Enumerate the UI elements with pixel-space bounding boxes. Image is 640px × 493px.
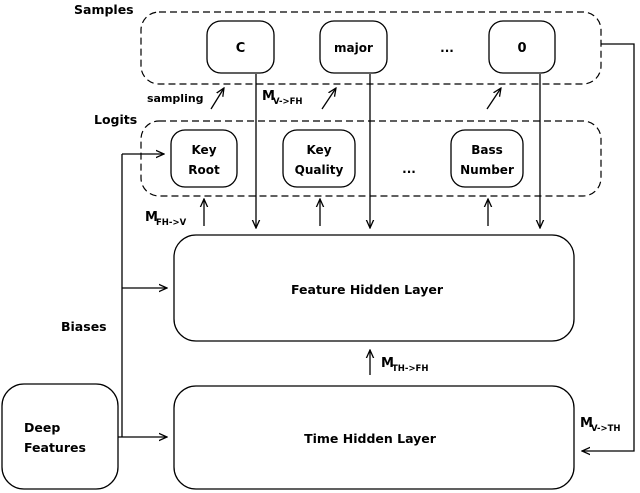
logits-ellipsis: ... xyxy=(402,162,416,176)
svg-text:M: M xyxy=(262,89,275,104)
sample-key-root: C xyxy=(206,20,275,74)
sample-bass-number: 0 xyxy=(488,20,556,74)
samples-group-label: Samples xyxy=(74,2,134,17)
feature-hidden-layer: Feature Hidden Layer xyxy=(173,234,575,342)
sample-key-quality-value: major xyxy=(334,41,373,55)
svg-text:TH->FH: TH->FH xyxy=(392,364,428,374)
sample-key-quality: major xyxy=(319,20,388,74)
svg-text:V->TH: V->TH xyxy=(591,424,621,434)
deep-features-line2: Features xyxy=(24,440,86,455)
deep-features-box: Deep Features xyxy=(1,383,119,490)
logit-key-quality-line1: Key xyxy=(306,143,331,157)
svg-text:M: M xyxy=(580,416,593,431)
sampling-label: sampling xyxy=(147,92,204,105)
logits-group-label: Logits xyxy=(94,112,137,127)
time-hidden-layer-label: Time Hidden Layer xyxy=(304,431,437,446)
samples-group-container xyxy=(140,11,602,85)
sample-bass-number-value: 0 xyxy=(517,41,526,56)
logits-group-container xyxy=(140,120,602,197)
m-fh-v-label: M FH->V xyxy=(145,210,187,228)
sampling-arrow-key-root xyxy=(210,88,224,110)
svg-text:V->FH: V->FH xyxy=(273,97,303,107)
m-th-fh-label: M TH->FH xyxy=(381,356,428,374)
m-v-fh-label: M V->FH xyxy=(262,89,303,107)
logit-bass-number: Bass Number xyxy=(450,129,524,188)
logit-bass-number-line1: Bass xyxy=(471,143,503,157)
logit-key-root-line2: Root xyxy=(188,163,220,177)
logit-key-quality: Key Quality xyxy=(282,129,356,188)
sample-key-root-value: C xyxy=(236,41,246,56)
samples-to-time-arrow xyxy=(582,43,635,451)
svg-text:FH->V: FH->V xyxy=(156,218,187,228)
sampling-arrow-key-quality xyxy=(321,88,336,110)
sampling-arrow-bass-number xyxy=(486,88,501,110)
svg-text:M: M xyxy=(145,210,158,225)
logit-bass-number-line2: Number xyxy=(460,163,514,177)
feature-hidden-layer-label: Feature Hidden Layer xyxy=(291,282,444,297)
samples-ellipsis: ... xyxy=(440,41,454,55)
logit-key-quality-line2: Quality xyxy=(295,163,344,177)
m-v-th-label: M V->TH xyxy=(580,416,621,434)
logit-key-root-line1: Key xyxy=(191,143,216,157)
deep-features-line1: Deep xyxy=(24,420,60,435)
logit-key-root: Key Root xyxy=(170,129,238,188)
biases-label: Biases xyxy=(61,319,107,334)
time-hidden-layer: Time Hidden Layer xyxy=(173,385,575,490)
svg-text:M: M xyxy=(381,356,394,371)
